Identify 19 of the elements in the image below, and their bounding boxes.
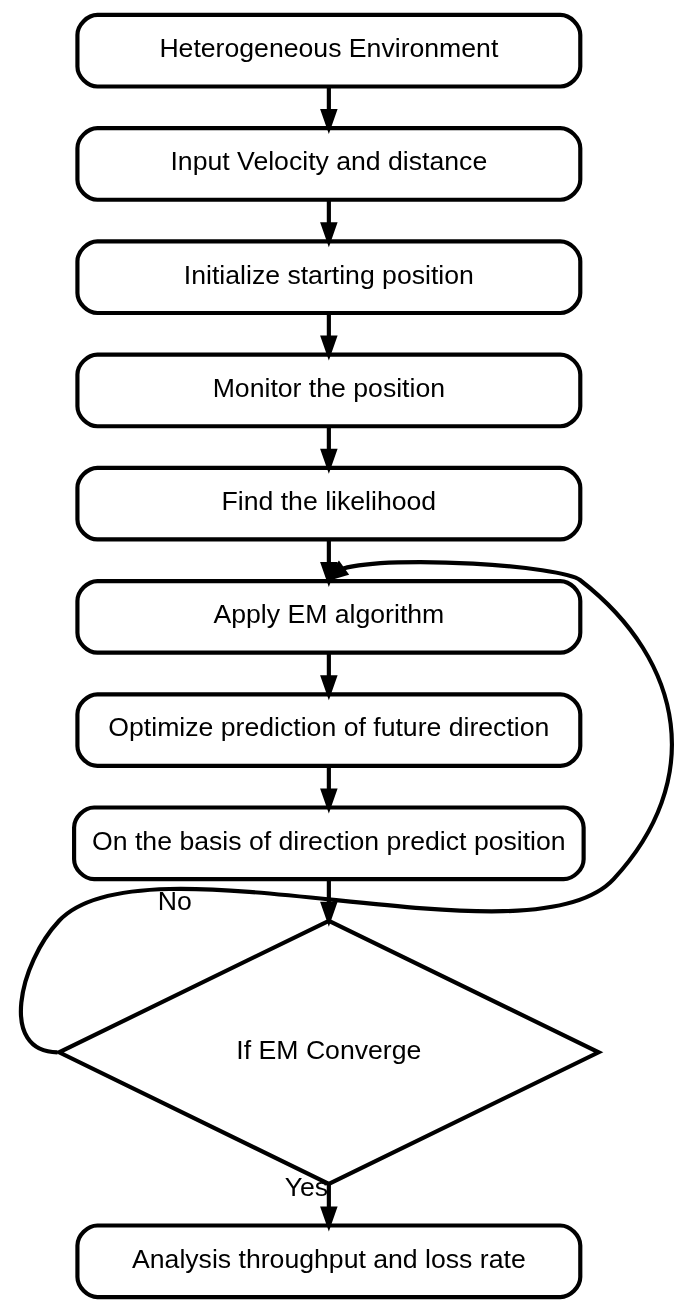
arrow: [319, 426, 338, 474]
node-box: Find the likelihood: [74, 465, 582, 542]
edge-label: Yes: [284, 1172, 328, 1203]
arrow: [319, 86, 338, 135]
arrow: [319, 652, 338, 701]
arrow: [319, 879, 338, 927]
node-box: Apply EM algorithm: [74, 579, 582, 655]
arrow: [319, 765, 338, 814]
node-box: Analysis throughput and loss rate: [74, 1223, 582, 1300]
node-box: Monitor the position: [74, 352, 582, 429]
edge-label: No: [157, 886, 192, 917]
node-box: Optimize prediction of future direction: [74, 692, 582, 768]
node-box: Initialize starting position: [74, 239, 582, 316]
arrow: [319, 313, 338, 361]
arrow: [319, 199, 338, 248]
node-box: Heterogeneous Environment: [74, 12, 582, 89]
node-box: Input Velocity and distance: [74, 126, 582, 202]
node-box: On the basis of direction predict position: [71, 805, 586, 882]
arrow: [319, 1184, 338, 1232]
